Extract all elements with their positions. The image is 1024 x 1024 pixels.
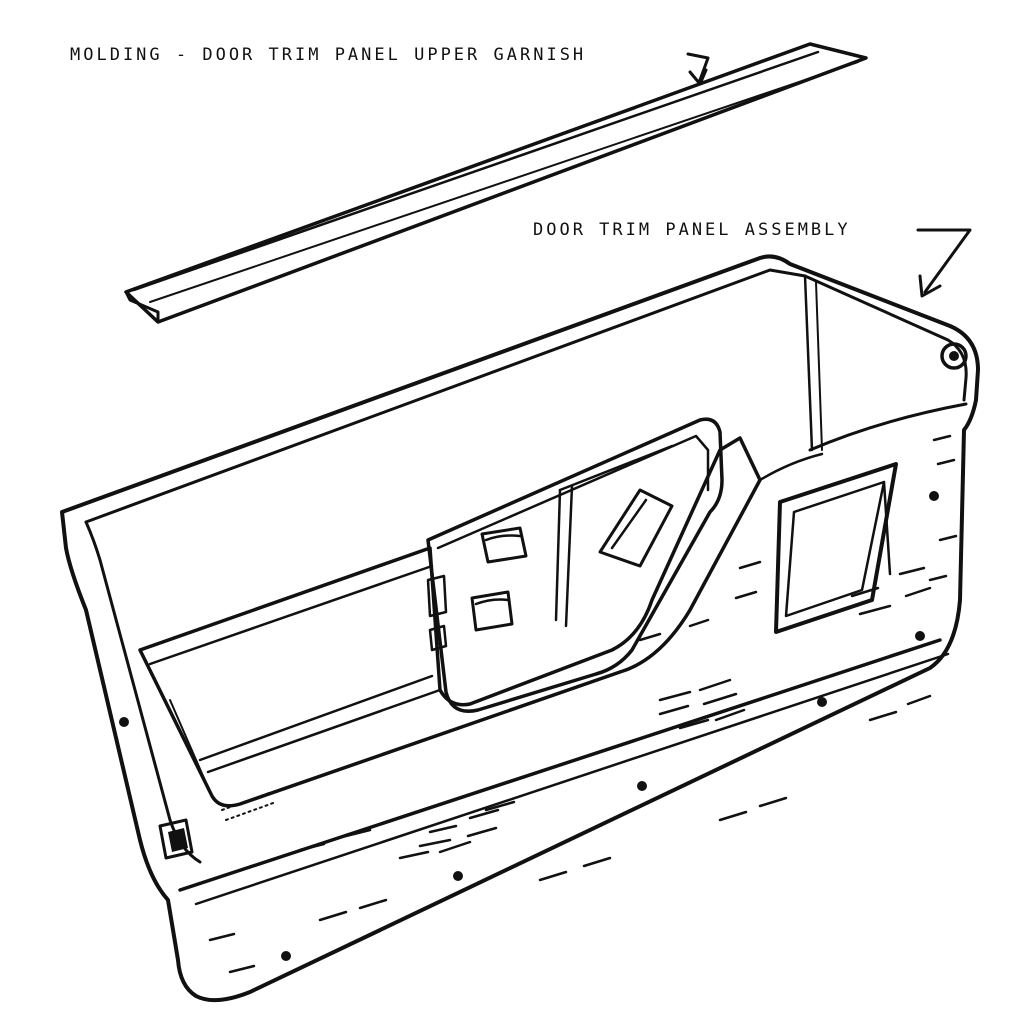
molding-label: MOLDING - DOOR TRIM PANEL UPPER GARNISH [70, 45, 587, 65]
upper-garnish-molding [124, 42, 868, 324]
door-trim-panel-assembly-label: DOOR TRIM PANEL ASSEMBLY [533, 220, 851, 240]
door-trim-panel [60, 254, 980, 1003]
molding-leader-arrow [686, 52, 710, 86]
assembly-leader-arrow [916, 228, 972, 298]
